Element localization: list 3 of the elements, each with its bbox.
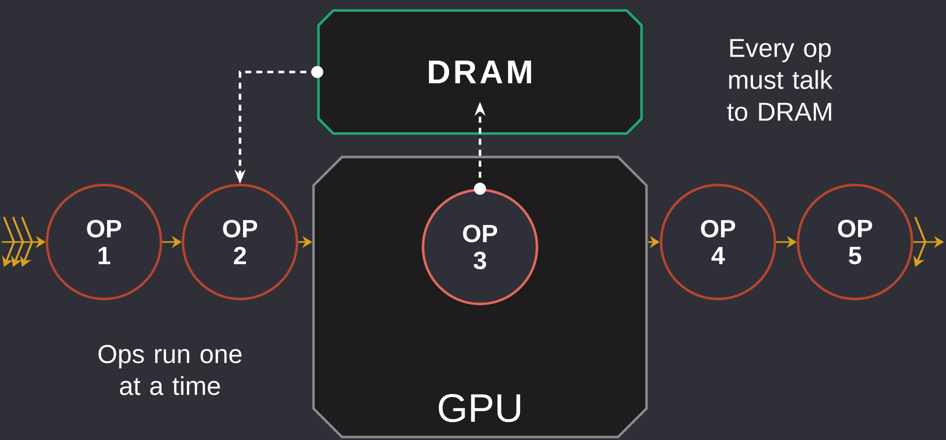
note-text: Ops run one at a time [98,344,242,396]
note-text: Every op must talk to DRAM [727,39,833,121]
dram-box: DRAM [317,9,643,135]
